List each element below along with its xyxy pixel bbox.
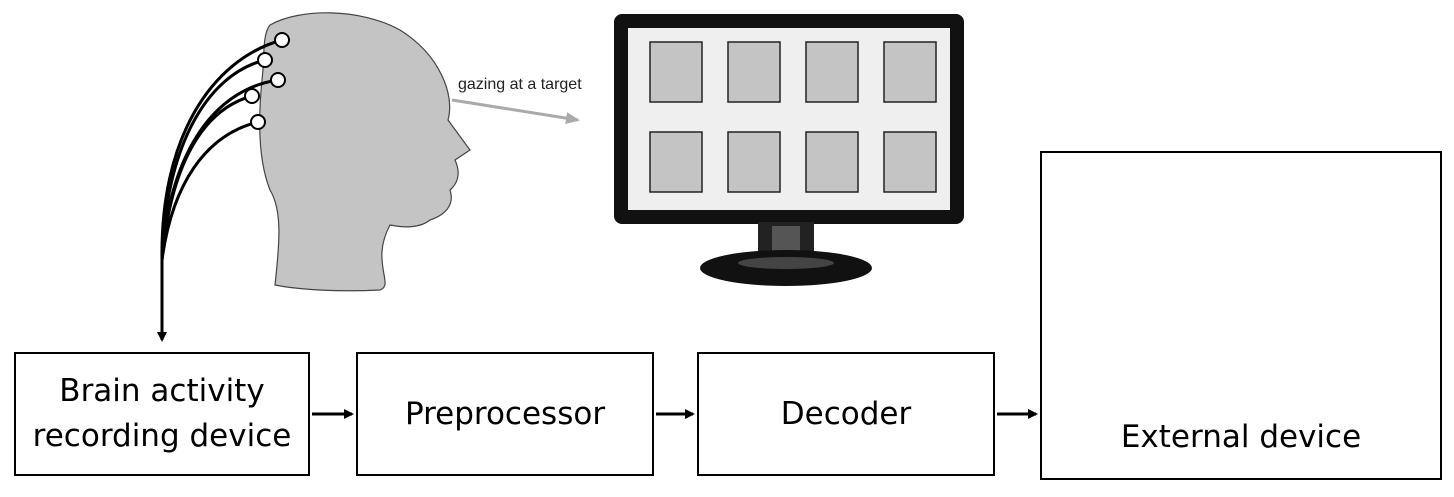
- electrodes: [244, 32, 290, 130]
- gaze-arrow: [451, 98, 580, 125]
- target-square: [883, 131, 937, 193]
- stimulus-monitor: [614, 14, 964, 286]
- target-square: [805, 131, 859, 193]
- target-square: [727, 131, 781, 193]
- decoder-box: Decoder: [697, 352, 995, 476]
- target-square: [649, 131, 703, 193]
- target-square: [805, 41, 859, 103]
- decoder-box-label: Decoder: [780, 395, 912, 432]
- target-square: [883, 41, 937, 103]
- preprocessor-box-label: Preprocessor: [404, 395, 606, 432]
- external-device-box-label: External device: [1120, 419, 1362, 455]
- preprocessor-box: Preprocessor: [356, 352, 654, 476]
- target-square: [649, 41, 703, 103]
- head-silhouette: [259, 12, 471, 292]
- brain-box-label: Brain activity recording device: [32, 373, 292, 454]
- brain-activity-recording-device-box: Brain activity recording device: [14, 352, 310, 476]
- external-device-box: External device: [1040, 151, 1442, 480]
- target-square: [727, 41, 781, 103]
- gaze-label: gazing at a target: [458, 76, 582, 93]
- electrode-wires: [157, 38, 283, 342]
